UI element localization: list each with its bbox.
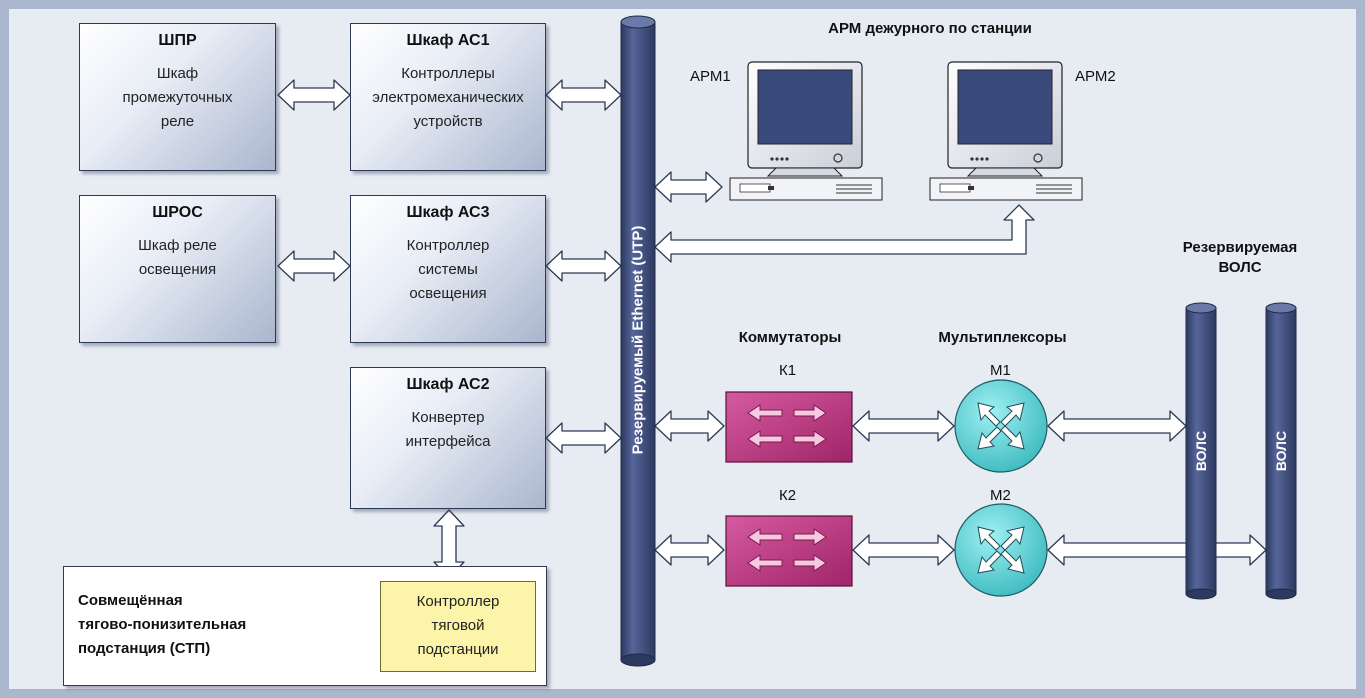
- workstation-arm2-icon: [929, 61, 1083, 201]
- stp-block: Совмещённая тягово-понизительная подстан…: [63, 566, 547, 686]
- vols-line-1: [1185, 302, 1217, 600]
- stp-title: Совмещённая тягово-понизительная подстан…: [78, 592, 247, 657]
- cabinet-ac1-title: Шкаф АС1: [406, 32, 490, 49]
- workstation-arm1-icon: [729, 61, 883, 201]
- cabinet-ac3-desc: Контроллер системы освещения: [406, 237, 490, 302]
- stp-controller: Контроллер тяговой подстанции: [380, 581, 536, 672]
- arrow-bus-k1: [654, 410, 725, 442]
- arm2-label: АРМ2: [1075, 68, 1116, 85]
- vols-line-2-label: ВОЛС: [1273, 430, 1289, 472]
- switches-title: Коммутаторы: [738, 329, 842, 346]
- cabinet-shros-title: ШРОС: [152, 204, 203, 221]
- multiplexer-m1-icon: [954, 379, 1048, 473]
- cabinet-shpr-title: ШПР: [158, 32, 197, 49]
- switch-k2-icon: [725, 515, 853, 587]
- arrow-bus-arm2: [654, 204, 1035, 263]
- vols-line-1-label: ВОЛС: [1193, 430, 1209, 472]
- cabinet-ac2: Шкаф АС2 Конвертер интерфейса: [350, 367, 546, 509]
- arm1-label: АРМ1: [690, 68, 731, 85]
- switch-k1-label: К1: [779, 362, 797, 379]
- switch-k1-icon: [725, 391, 853, 463]
- arrow-bus-k2: [654, 534, 725, 566]
- cabinet-shpr: ШПР Шкаф промежуточных реле: [79, 23, 276, 171]
- cabinet-shros-desc: Шкаф реле освещения: [138, 237, 217, 278]
- switch-k2-label: К2: [779, 487, 797, 504]
- arrow-k1-m1: [852, 410, 955, 442]
- ethernet-bus: [620, 15, 656, 667]
- cabinet-ac1-desc: Контроллеры электромеханических устройст…: [372, 65, 524, 130]
- multiplexer-m2-icon: [954, 503, 1048, 597]
- multiplexer-m1-label: М1: [990, 362, 1011, 379]
- arrow-bus-arm1: [654, 171, 723, 203]
- multiplexer-m2-label: М2: [990, 487, 1011, 504]
- multiplexers-title: Мультиплексоры: [938, 329, 1067, 346]
- vols-line-2: [1265, 302, 1297, 600]
- cabinet-shros: ШРОС Шкаф реле освещения: [79, 195, 276, 343]
- vols-title: Резервируемая ВОЛС: [1182, 239, 1298, 276]
- cabinet-ac2-desc: Конвертер интерфейса: [405, 409, 491, 450]
- cabinet-ac3: Шкаф АС3 Контроллер системы освещения: [350, 195, 546, 343]
- arm-title: АРМ дежурного по станции: [828, 20, 1032, 37]
- cabinet-shpr-desc: Шкаф промежуточных реле: [122, 65, 233, 130]
- cabinet-ac1: Шкаф АС1 Контроллеры электромеханических…: [350, 23, 546, 171]
- ethernet-bus-label: Резервируемый Ethernet (UTP): [629, 225, 647, 455]
- cabinet-ac2-title: Шкаф АС2: [406, 376, 490, 393]
- cabinet-ac3-title: Шкаф АС3: [406, 204, 490, 221]
- arrow-k2-m2: [852, 534, 955, 566]
